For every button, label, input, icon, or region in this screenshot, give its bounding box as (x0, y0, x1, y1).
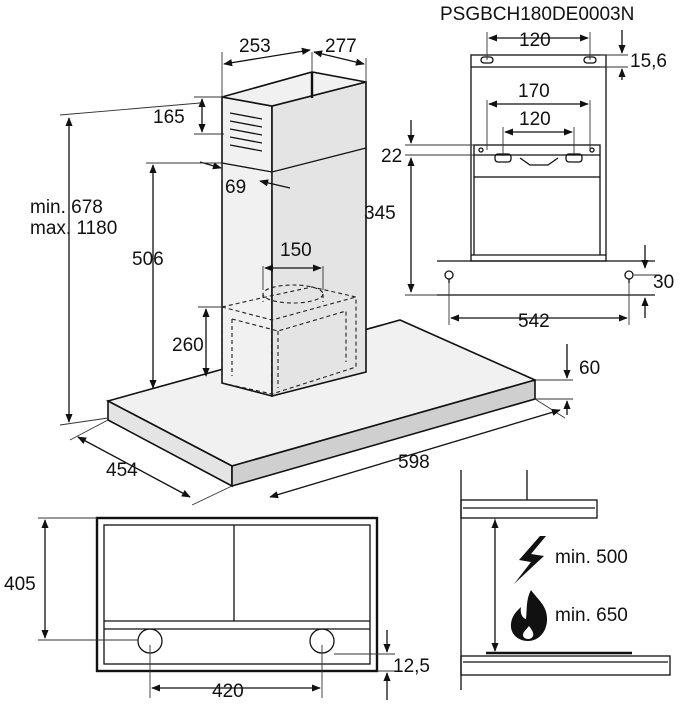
bottom-view: 405 420 12,5 (4, 516, 430, 702)
flame-icon (510, 590, 548, 641)
bottom-depth-label: 405 (4, 574, 36, 595)
vent-slots (229, 112, 263, 152)
light-offset-label: 12,5 (393, 656, 430, 677)
motor-box-hidden (221, 284, 357, 395)
mid-spacing-label: 120 (519, 109, 551, 130)
hood-width-label: 598 (398, 452, 430, 473)
main-isometric-view: 253 277 165 69 min. 678 max. 1180 506 15… (30, 36, 600, 506)
screw-left (444, 270, 454, 283)
model-code: PSGBCH180DE0003N (440, 4, 634, 25)
gas-clearance-label: min. 650 (555, 605, 628, 626)
chimney-front-face (221, 96, 273, 398)
lightning-bolt-icon (514, 536, 546, 584)
height-max-label: max. 1180 (30, 218, 117, 239)
screw-spacing-label: 542 (518, 311, 550, 332)
chimney-width-label: 253 (239, 36, 271, 57)
clearance-view: min. 500 min. 650 (460, 470, 671, 690)
hood-thickness-label: 60 (579, 358, 600, 379)
wide-spacing-label: 170 (518, 81, 550, 102)
vent-offset-label: 69 (225, 177, 246, 198)
hood-depth-label: 454 (106, 460, 138, 481)
light-spacing-label: 420 (212, 681, 244, 702)
bracket-to-hood-label: 345 (364, 203, 396, 224)
chimney-depth-label: 277 (325, 36, 357, 57)
top-spacing-label: 120 (519, 30, 551, 51)
outlet-diameter-label: 150 (280, 240, 312, 261)
cooktop-profile (460, 655, 671, 676)
bracket-view: PSGBCH180DE0003N 120 (364, 4, 674, 332)
top-offset-label: 15,6 (630, 51, 667, 72)
hood-side-profile (460, 499, 598, 519)
chimney-side-face (271, 80, 367, 398)
motor-height-label: 260 (172, 335, 204, 356)
bracket-height-label: 22 (381, 146, 402, 167)
screw-height-label: 30 (653, 272, 674, 293)
screw-right (624, 270, 634, 283)
electric-clearance-label: min. 500 (555, 547, 628, 568)
chimney-height-label: 506 (132, 249, 164, 270)
vent-height-label: 165 (153, 107, 185, 128)
height-min-label: min. 678 (30, 197, 103, 218)
